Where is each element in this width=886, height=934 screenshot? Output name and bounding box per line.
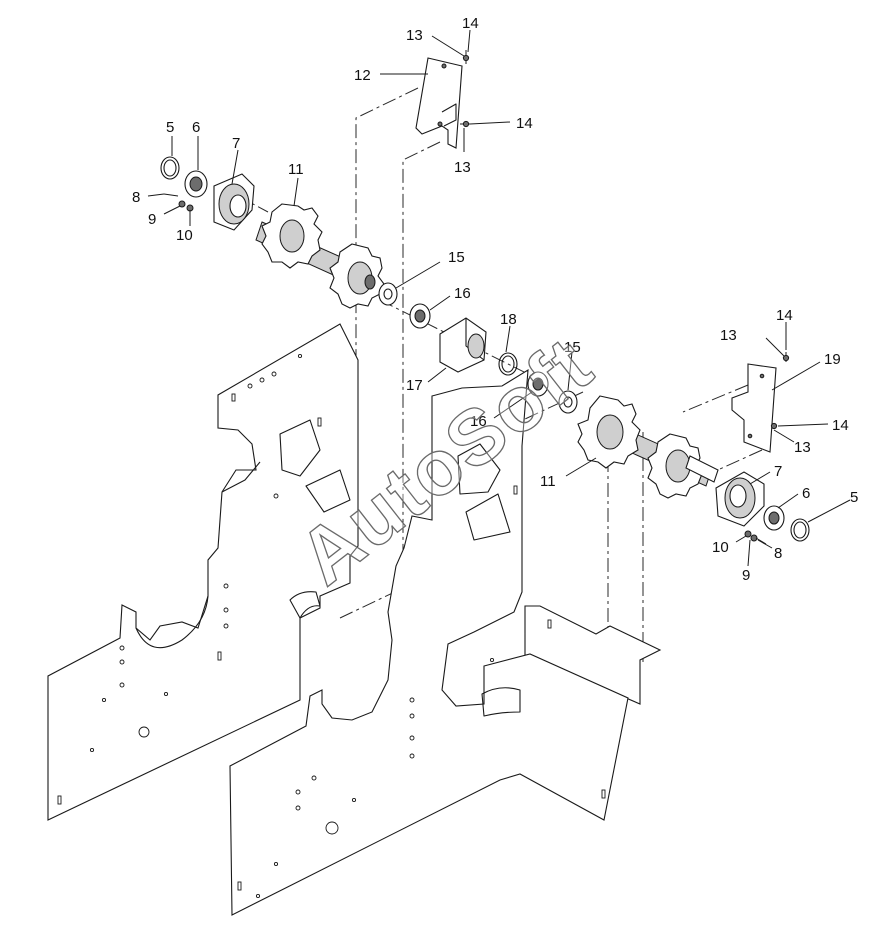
callout-16-upper: 16 bbox=[454, 285, 471, 302]
right-side-panel bbox=[229, 368, 662, 916]
cover-plate-12 bbox=[415, 57, 463, 149]
callout-14-right-top: 14 bbox=[776, 307, 793, 324]
left-bearing-group bbox=[160, 156, 255, 231]
leader-lines bbox=[147, 29, 851, 567]
callout-15-lower: 15 bbox=[564, 339, 581, 356]
callout-14-mid: 14 bbox=[516, 115, 533, 132]
callout-7-left: 7 bbox=[232, 135, 240, 152]
callout-18: 18 bbox=[500, 311, 517, 328]
callout-13-right-top: 13 bbox=[720, 327, 737, 344]
callout-labels: 13 14 12 14 13 5 6 7 11 8 9 10 15 16 18 … bbox=[132, 15, 858, 584]
callout-13-right-mid: 13 bbox=[794, 439, 811, 456]
callout-19: 19 bbox=[824, 351, 841, 368]
right-bearing-group bbox=[715, 471, 810, 545]
callout-11-right: 11 bbox=[540, 473, 556, 490]
bolts bbox=[460, 50, 790, 430]
callout-8-right: 8 bbox=[774, 545, 782, 562]
upper-shaft-assembly bbox=[255, 203, 385, 309]
callout-10-right: 10 bbox=[712, 539, 729, 556]
callout-13-mid: 13 bbox=[454, 159, 471, 176]
callout-13-top: 13 bbox=[406, 27, 423, 44]
middle-parts bbox=[378, 282, 578, 414]
callout-6-right: 6 bbox=[802, 485, 810, 502]
callout-14-right-mid: 14 bbox=[832, 417, 849, 434]
callout-14-top: 14 bbox=[462, 15, 479, 32]
callout-15-upper: 15 bbox=[448, 249, 465, 266]
callout-17: 17 bbox=[406, 377, 423, 394]
callout-5-right: 5 bbox=[850, 489, 858, 506]
callout-11-left: 11 bbox=[288, 161, 304, 178]
callout-9-right: 9 bbox=[742, 567, 750, 584]
left-side-panel bbox=[47, 323, 359, 821]
callout-7-right: 7 bbox=[774, 463, 782, 480]
callout-5-left: 5 bbox=[166, 119, 174, 136]
callout-10-left: 10 bbox=[176, 227, 193, 244]
callout-8-left: 8 bbox=[132, 189, 140, 206]
callout-16-lower: 16 bbox=[470, 413, 487, 430]
callout-12: 12 bbox=[354, 67, 371, 84]
callout-9-left: 9 bbox=[148, 211, 156, 228]
lower-shaft-assembly bbox=[577, 395, 719, 499]
callout-6-left: 6 bbox=[192, 119, 200, 136]
cover-plate-19 bbox=[731, 363, 777, 453]
